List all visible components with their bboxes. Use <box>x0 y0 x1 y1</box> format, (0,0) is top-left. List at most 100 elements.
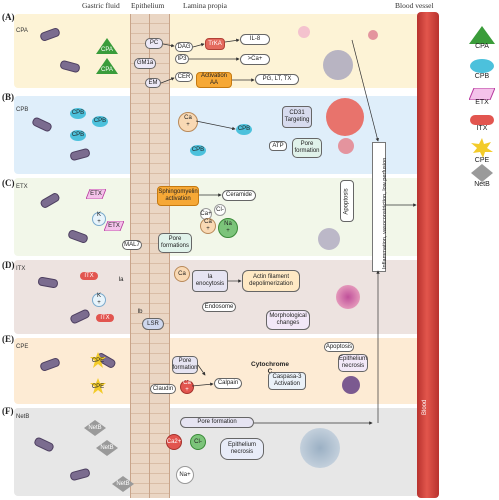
panel-f-label: (F) <box>2 406 14 416</box>
legend-cpb: CPB <box>467 58 497 80</box>
actin-depolymerization-box: Actin filament depolimerization <box>242 270 300 292</box>
sodium-ion: Na+ <box>176 466 194 484</box>
damaged-cell-icon <box>336 285 360 309</box>
netb-toxin-label: NetB <box>88 425 102 431</box>
panel-e-name: CPE <box>16 344 29 350</box>
ia-endocytosis-box: Ia enocytosis <box>192 270 228 292</box>
panel-d-label: (D) <box>2 260 15 270</box>
blood-vessel-header: Blood vessel <box>395 1 434 10</box>
sphingomyelin-activation-box: Sphingomyelin activation <box>157 186 199 206</box>
dag-box: DAG <box>175 42 193 52</box>
apoptosis-box: Apoptosis <box>324 342 354 352</box>
legend-itx: ITX <box>467 114 497 132</box>
diamond-icon <box>471 164 493 182</box>
morphological-changes-box: Morphological changes <box>266 310 310 330</box>
legend-label-netb: NetB <box>474 181 490 188</box>
damaged-tissue-icon <box>300 428 340 468</box>
apoptosis-box: Apoptosis <box>340 180 354 222</box>
legend-label-itx: ITX <box>476 125 488 132</box>
legend-cpa: CPA <box>467 26 497 50</box>
pore-formations-box: Pore formations <box>158 233 192 253</box>
potassium-ion: K + <box>92 293 106 307</box>
caspase-3-box: Caspasa-3 Activation <box>268 372 306 390</box>
legend-label-cpe: CPE <box>474 157 490 164</box>
potassium-ion: K + <box>92 212 106 226</box>
ca-increase-box: >Ca+ <box>240 54 270 65</box>
netb-toxin-label: NetB <box>100 445 114 451</box>
panel-f-name: NetB <box>16 414 30 420</box>
ceramide-box: Ceramide <box>222 190 256 201</box>
panel-e-label: (E) <box>2 334 14 344</box>
immune-cell-icon <box>323 50 353 80</box>
red-cell-icon <box>338 138 354 154</box>
cpb-toxin-icon: CPB <box>92 116 108 127</box>
itx-toxin-icon: ITX <box>80 272 98 280</box>
legend-netb: NetB <box>467 164 497 188</box>
pc-box: PC <box>145 38 163 49</box>
panel-b-label: (B) <box>2 92 14 102</box>
epithelium-necrosis-box: Epithelium necrosis <box>338 354 368 372</box>
cpe-toxin-label: CPE <box>91 358 105 364</box>
starburst-icon <box>471 138 493 158</box>
em-box: EM <box>145 78 161 88</box>
cpa-toxin-label: CPA <box>101 47 113 53</box>
calcium-ion: Ca + <box>180 380 194 394</box>
cpb-toxin-icon: CPB <box>190 145 206 156</box>
activation-aa-box: Activation AA <box>196 72 232 88</box>
calpain-box: Calpain <box>214 378 242 389</box>
panel-c-name: ETX <box>16 184 28 190</box>
etx-toxin-icon <box>104 221 124 231</box>
netb-toxin-icon <box>96 440 118 456</box>
etx-toxin-label: ETX <box>108 223 120 229</box>
calcium-ion: Ca + <box>200 218 216 234</box>
ia-label: Ia <box>118 277 124 283</box>
panel-b-name: CPB <box>16 107 29 113</box>
claudin-box: Claudin <box>150 384 176 394</box>
netb-toxin-label: NetB <box>116 481 130 487</box>
necrotic-cell-icon <box>342 376 360 394</box>
panel-d-name: ITX <box>16 266 26 272</box>
gastric-fluid-header: Gastric fluid <box>82 1 120 10</box>
capsule-icon <box>470 115 494 125</box>
calcium-ion: Ca2+ <box>166 434 182 450</box>
cpe-toxin-label: CPE <box>91 384 105 390</box>
ip3-box: IP3 <box>175 54 189 64</box>
netb-toxin-icon <box>112 476 134 492</box>
panel-a-label: (A) <box>2 12 15 22</box>
pore-formation-box: Pore formation <box>180 417 254 428</box>
epithelium-necrosis-box: Epithelium necrosis <box>220 438 264 460</box>
trka-box: TrKA <box>205 38 225 50</box>
parallelogram-icon <box>469 88 495 100</box>
legend-label-cpa: CPA <box>475 43 489 50</box>
pg-lt-tx-box: PG, LT, TX <box>255 74 299 85</box>
legend-cpe: CPE <box>467 138 497 164</box>
triangle-icon <box>469 26 495 44</box>
cer-box: CER <box>175 72 193 82</box>
platelet-icon <box>298 26 310 38</box>
netb-toxin-icon <box>84 420 106 436</box>
cpe-toxin-icon <box>90 352 106 368</box>
chloride-ion: Cl- <box>190 434 206 450</box>
cytochrome-c-label: Cytochrome C <box>251 361 289 375</box>
panel-c-label: (C) <box>2 178 15 188</box>
epithelium-layer <box>130 14 170 498</box>
pore-formation-box: Pore formation <box>172 356 198 374</box>
endothelial-cell-icon <box>326 98 364 136</box>
etx-toxin-label: ETX <box>90 191 102 197</box>
legend-label-etx: ETX <box>475 99 489 106</box>
pore-formation-box: Pore formation <box>292 138 322 158</box>
red-cell-icon <box>368 30 378 40</box>
legend-label-cpb: CPB <box>474 73 490 80</box>
cpb-toxin-icon: CPB <box>70 108 86 119</box>
legend-etx: ETX <box>467 88 497 106</box>
calcium-ion: Ca + <box>178 112 198 132</box>
ib-label: Ib <box>137 309 143 315</box>
ellipse-icon <box>470 59 494 73</box>
cpe-toxin-icon <box>90 378 106 394</box>
calcium-ion: Ca <box>174 266 190 282</box>
endosome-box: Endosome <box>202 302 236 312</box>
gm1a-box: GM1a <box>134 58 156 69</box>
apoptotic-cell-icon <box>318 228 340 250</box>
atp-box: ATP <box>269 141 287 151</box>
lsr-box: LSR <box>142 318 164 330</box>
